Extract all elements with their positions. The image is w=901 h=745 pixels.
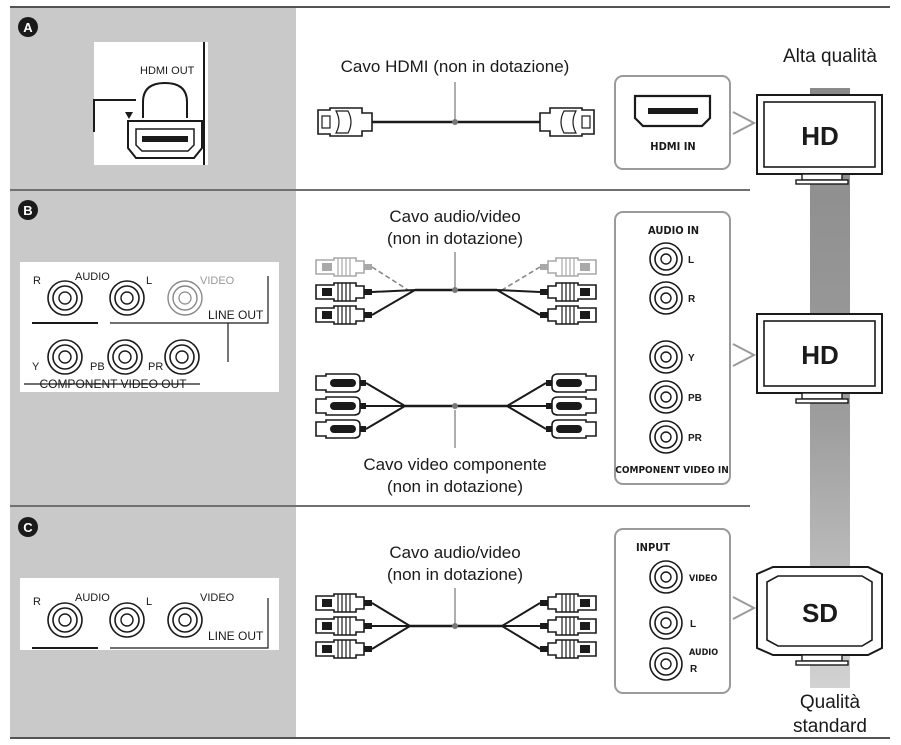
player-b-jack-pr (164, 339, 200, 375)
av-cable-c (315, 593, 597, 659)
player-b-jack-audio-l (109, 280, 145, 316)
badge-c (18, 517, 38, 537)
quality-bottom-label-2: standard (793, 716, 867, 737)
player-b-label-pr: PR (148, 361, 163, 373)
tv-b-jack-pb (649, 380, 683, 414)
player-c-label-video: VIDEO (200, 592, 235, 604)
tv-c-jack-l (649, 606, 683, 640)
badge-c-letter: C (23, 520, 33, 535)
badge-b (18, 200, 38, 220)
av-cable-c-label-1: Cavo audio/video (389, 543, 520, 562)
tv-a-screen-label: HD (801, 121, 839, 151)
hdmi-cable-label: Cavo HDMI (non in dotazione) (341, 57, 570, 76)
tv-b-screen-label: HD (801, 340, 839, 370)
player-c-jack-video (167, 602, 203, 638)
player-b-label-line-out: LINE OUT (208, 308, 264, 322)
hdmi-out-arrow (125, 112, 133, 119)
component-cable-label-1: Cavo video componente (363, 455, 546, 474)
player-b-label-pb: PB (90, 361, 105, 373)
tv-c-label-audio: AUDIO (689, 648, 718, 658)
section-c: C R AUDIO L VIDEO LINE OUT Cavo audio/vi… (18, 517, 883, 694)
quality-bottom-label-1: Qualità (800, 692, 861, 713)
section-b: B R AUDIO L VIDEO LINE OUT Y PB PR COMPO… (18, 200, 883, 496)
hdmi-out-label: HDMI OUT (140, 65, 195, 77)
quality-top-label: Alta qualità (783, 46, 877, 67)
player-c-label-l: L (146, 596, 152, 608)
player-c-jack-audio-r (47, 602, 83, 638)
tv-c-screen-label: SD (802, 598, 838, 628)
player-b-label-r: R (33, 275, 41, 287)
tv-b-label-pb: PB (688, 393, 702, 404)
tv-b-label-component-in: COMPONENT VIDEO IN (615, 465, 729, 476)
av-cable (315, 257, 597, 325)
tv-b-jack-l (649, 242, 683, 276)
av-cable-label-1: Cavo audio/video (389, 207, 520, 226)
tv-b-jack-y (649, 340, 683, 374)
player-b-label-l: L (146, 275, 152, 287)
tv-a: HD (756, 94, 883, 185)
hdmi-in-label: HDMI IN (650, 140, 695, 153)
player-b-jack-audio-r (47, 280, 83, 316)
tv-b-label-r: R (688, 294, 696, 305)
av-cable-c-label-2: (non in dotazione) (387, 565, 523, 584)
av-cable-label-2: (non in dotazione) (387, 229, 523, 248)
tv-c: SD (756, 566, 883, 666)
player-b-jack-pb (107, 339, 143, 375)
tv-b-jack-pr (649, 420, 683, 454)
player-c-label-r: R (33, 596, 41, 608)
component-cable-label-2: (non in dotazione) (387, 477, 523, 496)
player-b-label-video: VIDEO (200, 275, 235, 287)
badge-a-letter: A (23, 20, 33, 35)
section-a: A HDMI OUT Cavo HDMI (non in dotazione) … (18, 17, 883, 185)
hdmi-out-cable-loop (142, 81, 188, 118)
player-c-label-line-out: LINE OUT (208, 629, 264, 643)
tv-b: HD (756, 313, 883, 404)
tv-b-jack-r (649, 281, 683, 315)
tv-b-label-pr: PR (688, 433, 703, 444)
tv-c-label-video: VIDEO (689, 574, 718, 584)
tv-b-label-audio-in: AUDIO IN (648, 224, 699, 237)
player-b-label-y: Y (32, 361, 40, 373)
player-b-jack-y (47, 339, 83, 375)
badge-a (18, 17, 38, 37)
player-c-jack-audio-l (109, 602, 145, 638)
tv-c-label-r: R (690, 664, 698, 675)
hdmi-cable (317, 107, 595, 137)
tv-c-jack-r (649, 647, 683, 681)
tv-b-label-l: L (688, 255, 694, 266)
badge-b-letter: B (23, 203, 32, 218)
player-b-label-audio: AUDIO (75, 271, 110, 283)
tv-c-label-l: L (690, 619, 696, 630)
player-c-label-audio: AUDIO (75, 592, 110, 604)
tv-b-label-y: Y (688, 353, 695, 364)
component-cable (315, 373, 597, 439)
tv-c-label-input: INPUT (636, 541, 670, 554)
player-b-label-component-out: COMPONENT VIDEO OUT (39, 377, 187, 391)
tv-c-jack-video (649, 560, 683, 594)
